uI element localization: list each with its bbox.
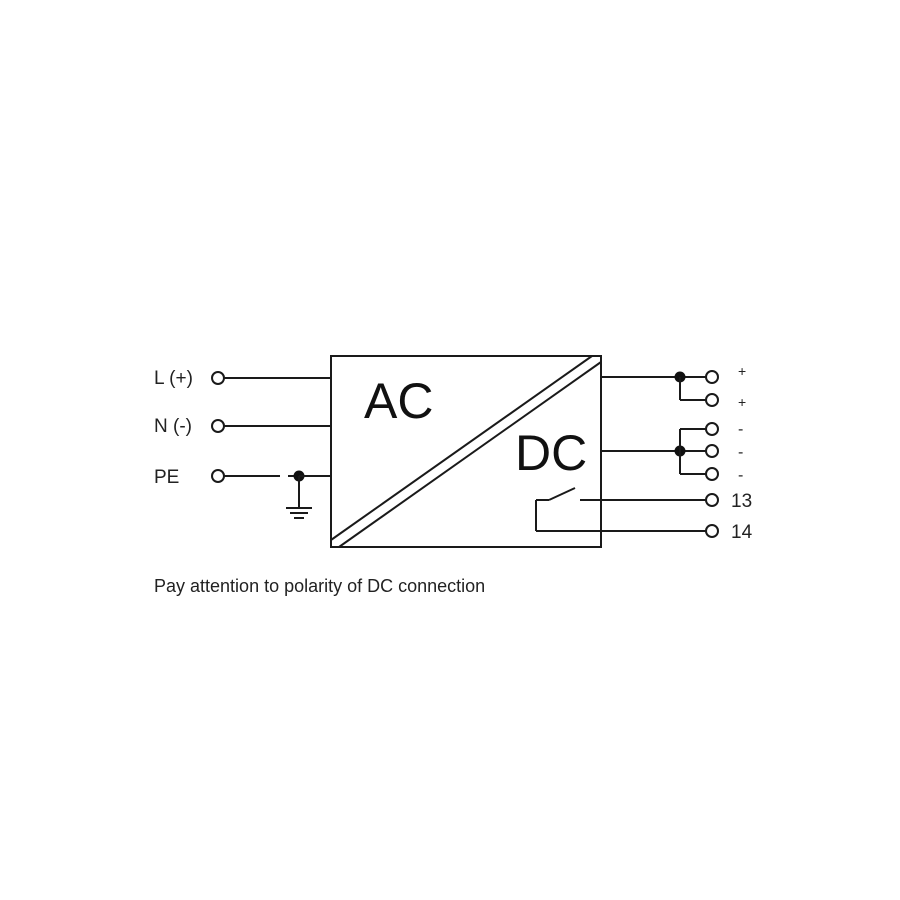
terminal-13 (705, 493, 719, 507)
polarity-note: Pay attention to polarity of DC connecti… (154, 576, 485, 596)
dc-label: DC (515, 425, 587, 481)
terminal-plus-1 (705, 370, 719, 384)
output-label-plus-1: + (738, 363, 746, 379)
terminal-n (211, 419, 225, 433)
output-label-plus-2: + (738, 394, 746, 410)
input-label-pe: PE (154, 467, 179, 488)
terminal-pe (211, 469, 225, 483)
output-label-minus-2: - (738, 444, 743, 461)
output-label-minus-3: - (738, 467, 743, 484)
converter-diagonal-lower (338, 361, 602, 548)
terminal-14 (705, 524, 719, 538)
relay-contact-icon (535, 487, 601, 532)
converter-diagonal-upper (330, 355, 593, 541)
ac-label: AC (364, 373, 433, 429)
terminal-plus-2 (705, 393, 719, 407)
ground-icon (286, 476, 312, 519)
output-label-13: 13 (731, 491, 752, 512)
input-label-l: L (+) (154, 368, 193, 389)
terminal-minus-2 (705, 444, 719, 458)
output-label-14: 14 (731, 522, 753, 543)
terminal-minus-3 (705, 467, 719, 481)
terminal-l (211, 371, 225, 385)
input-label-n: N (-) (154, 416, 192, 437)
terminal-minus-1 (705, 422, 719, 436)
output-label-minus-1: - (738, 421, 743, 438)
